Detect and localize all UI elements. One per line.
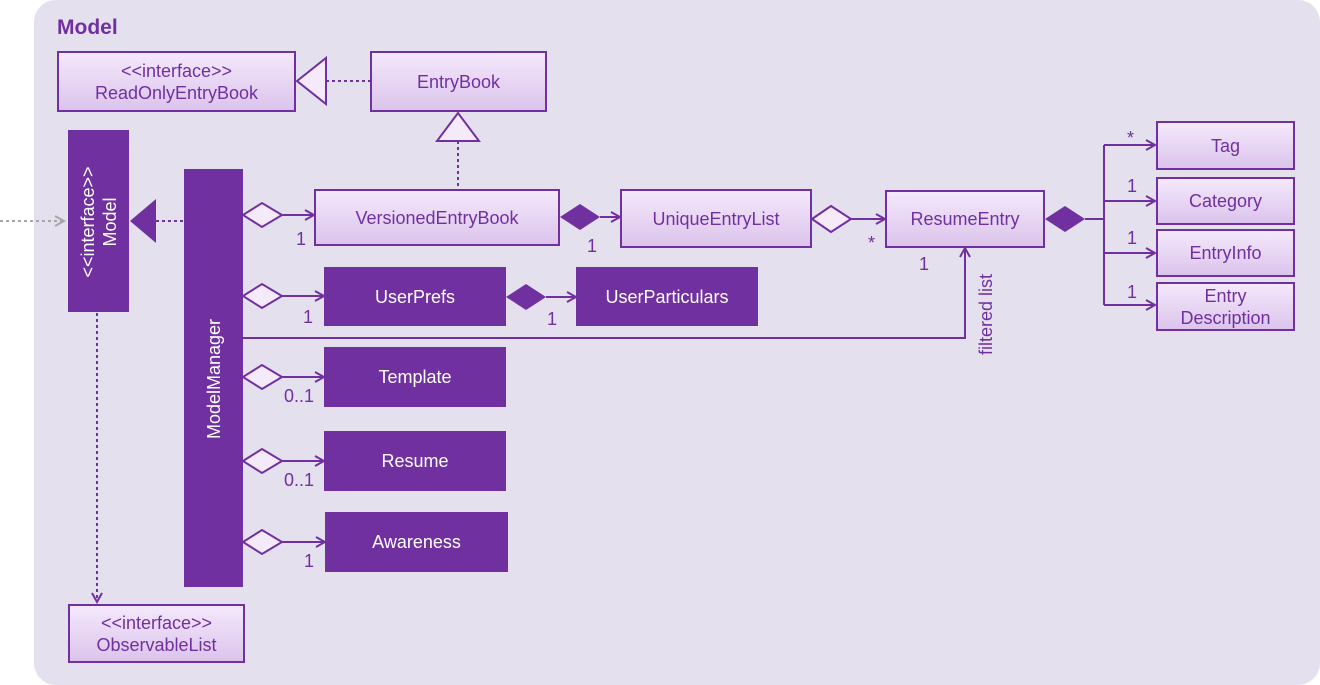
multiplicity-entryinfo: 1 xyxy=(1127,228,1138,248)
unique-entry-diamond xyxy=(810,204,853,234)
entrybook-class[interactable]: EntryBook xyxy=(370,51,547,112)
category-class[interactable]: Category xyxy=(1156,177,1295,225)
class-name-line1: Entry xyxy=(1204,285,1247,306)
class-name: Awareness xyxy=(372,532,461,552)
class-name: UserPrefs xyxy=(374,286,455,307)
class-name: UserParticulars xyxy=(605,286,729,307)
resume-class[interactable]: Resume xyxy=(324,431,506,491)
multiplicity-tag: * xyxy=(1127,128,1135,148)
class-name: VersionedEntryBook xyxy=(355,207,519,228)
class-stereotype: <<interface>> xyxy=(78,166,98,278)
mm-awareness-diamond xyxy=(241,528,284,556)
multiplicity-mm-versioned: 1 xyxy=(296,229,307,249)
model-interface-class[interactable]: <<interface>> Model xyxy=(68,130,129,312)
uniqueentrylist-class[interactable]: UniqueEntryList xyxy=(620,189,812,248)
class-name: ReadOnlyEntryBook xyxy=(94,82,259,103)
mm-template-diamond xyxy=(241,363,284,391)
mm-versioned-diamond xyxy=(241,201,284,229)
class-stereotype: <<interface>> xyxy=(100,612,213,633)
mm-resume-diamond xyxy=(241,447,284,475)
modelmanager-realization-head xyxy=(130,199,156,243)
userprefs-class[interactable]: UserPrefs xyxy=(324,267,506,326)
multiplicity-category: 1 xyxy=(1127,176,1138,196)
awareness-class[interactable]: Awareness xyxy=(325,512,508,572)
class-name: Resume xyxy=(381,451,449,471)
filtered-list-label: filtered list xyxy=(976,273,996,355)
versioned-unique-diamond xyxy=(560,204,600,230)
prefs-particulars-diamond xyxy=(506,284,546,310)
resumeentry-diamond xyxy=(1045,206,1085,232)
class-name: Category xyxy=(1188,191,1263,211)
class-name: ModelManager xyxy=(204,318,224,440)
class-name-line2: Description xyxy=(1180,307,1271,328)
modelmanager-vertical-label: ModelManager xyxy=(203,279,225,479)
multiplicity-mm-entry: 1 xyxy=(919,254,930,274)
model-package xyxy=(34,0,1320,685)
class-name: EntryInfo xyxy=(1189,243,1262,263)
multiplicity-template: 0..1 xyxy=(284,386,315,406)
modelmanager-class[interactable]: ModelManager xyxy=(184,169,243,587)
class-stereotype: <<interface>> xyxy=(120,60,233,81)
class-name: ObservableList xyxy=(96,634,217,655)
class-name: Template xyxy=(378,367,452,387)
class-name: UniqueEntryList xyxy=(652,208,780,229)
filtered-list-line xyxy=(243,248,965,339)
multiplicity-prefs-particulars: 1 xyxy=(547,309,558,329)
multiplicity-versioned-unique: 1 xyxy=(587,236,598,256)
entryinfo-class[interactable]: EntryInfo xyxy=(1156,229,1295,277)
entrydescription-class[interactable]: Entry Description xyxy=(1156,282,1295,331)
multiplicity-entrydesc: 1 xyxy=(1127,282,1138,302)
observablelist-class[interactable]: <<interface>> ObservableList xyxy=(68,604,245,663)
multiplicity-awareness: 1 xyxy=(304,551,315,571)
mm-userprefs-diamond xyxy=(241,282,284,310)
template-class[interactable]: Template xyxy=(324,347,506,407)
versioned-inheritance-head xyxy=(435,111,481,142)
package-title: Model xyxy=(57,16,118,39)
model-vertical-label: <<interface>> Model xyxy=(77,132,121,312)
tag-class[interactable]: Tag xyxy=(1156,121,1295,170)
readonlyentrybook-class[interactable]: <<interface>> ReadOnlyEntryBook xyxy=(57,51,296,112)
multiplicity-resume: 0..1 xyxy=(284,470,315,490)
class-name: Model xyxy=(100,197,120,247)
multiplicity-unique-entry: * xyxy=(868,233,876,253)
resumeentry-class[interactable]: ResumeEntry xyxy=(885,190,1045,248)
versionedentrybook-class[interactable]: VersionedEntryBook xyxy=(314,189,560,246)
class-name: EntryBook xyxy=(416,71,501,92)
class-name: ResumeEntry xyxy=(910,209,1020,229)
multiplicity-mm-userprefs: 1 xyxy=(303,307,314,327)
userparticulars-class[interactable]: UserParticulars xyxy=(576,267,758,326)
entrybook-realization-head xyxy=(295,55,327,107)
class-name: Tag xyxy=(1210,135,1241,156)
